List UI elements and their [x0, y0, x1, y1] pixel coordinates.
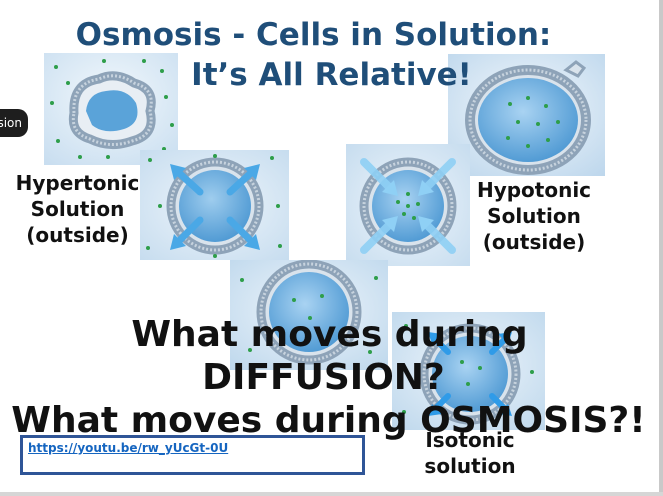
- hypertonic-label: Hypertonic Solution (outside): [10, 170, 145, 248]
- hypotonic-label: Hypotonic Solution (outside): [470, 177, 598, 255]
- hypotonic-label-line-2: Solution: [487, 204, 581, 228]
- hypotonic-arrows-image: [346, 144, 470, 266]
- video-link-box: https://youtu.be/rw_yUcGt-0U: [20, 435, 365, 475]
- isotonic-cell-image: [230, 260, 388, 370]
- isotonic-label-line-1: Isotonic: [425, 428, 515, 452]
- slide-edge-right: [659, 0, 663, 496]
- question-osmosis: What moves during OSMOSIS?!: [11, 400, 646, 441]
- question-diffusion-line-1: What moves during: [131, 314, 528, 355]
- hypertonic-label-line-3: (outside): [26, 223, 129, 247]
- slide-title-line-1: Osmosis - Cells in Solution:: [75, 17, 552, 53]
- isotonic-label: Isotonic solution: [410, 427, 530, 479]
- side-panel-tab-label: sion: [0, 116, 22, 130]
- hypertonic-label-line-2: Solution: [30, 197, 125, 221]
- isotonic-label-line-2: solution: [424, 454, 516, 478]
- video-link[interactable]: https://youtu.be/rw_yUcGt-0U: [28, 441, 229, 455]
- hypotonic-cell-image: [448, 54, 605, 176]
- slide-edge-bottom: [0, 492, 663, 496]
- hypertonic-arrows-image: [140, 150, 289, 260]
- side-panel-tab[interactable]: sion: [0, 109, 28, 137]
- hypertonic-cell-image: [44, 53, 178, 165]
- hypotonic-label-line-1: Hypotonic: [476, 178, 592, 202]
- question-diffusion-line-2: DIFFUSION?: [202, 357, 445, 398]
- hypotonic-label-line-3: (outside): [482, 230, 586, 254]
- hypertonic-label-line-1: Hypertonic: [15, 171, 140, 195]
- isotonic-arrows-image: [392, 312, 545, 430]
- slide-title-line-2: It’s All Relative!: [191, 57, 472, 93]
